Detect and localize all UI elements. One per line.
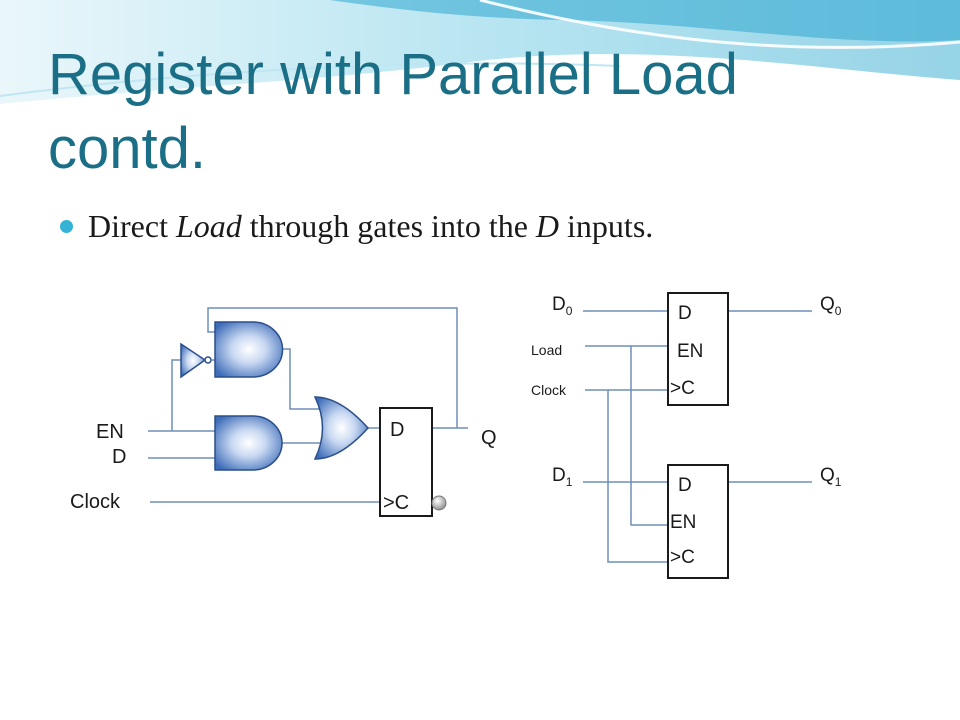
ff1-en-label: EN [670, 512, 696, 533]
feedback-wire [207, 307, 458, 428]
bullet-dot-icon [60, 220, 73, 233]
bullet-part: through gates into the [241, 208, 536, 244]
en-tap-wire [171, 359, 181, 431]
or-gate [313, 396, 370, 460]
bullet-text: Direct Load through gates into the D inp… [88, 208, 653, 245]
output-q0-label: Q0 [820, 294, 842, 318]
bullet-part: Direct [88, 208, 176, 244]
flipflop-1 [667, 464, 729, 579]
bullet-part-italic: Load [175, 208, 242, 244]
and-gate-bottom [214, 415, 283, 471]
ff0-clk-label: >C [670, 378, 695, 399]
output-q1-label: Q1 [820, 465, 842, 489]
clock-knob-icon [431, 495, 447, 511]
label-en: EN [96, 421, 124, 443]
label-q: Q [481, 427, 497, 449]
left-wires [148, 307, 468, 503]
ff-clk-label: >C [383, 492, 409, 514]
label-d: D [112, 446, 126, 468]
ff1-clk-label: >C [670, 547, 695, 568]
ff0-d-label: D [678, 303, 692, 324]
and1-or-wire [282, 348, 321, 410]
slide-title: Register with Parallel Load contd. [48, 42, 738, 181]
label-clock: Clock [70, 491, 121, 513]
ff-d-label: D [390, 419, 404, 441]
and-gate-top [214, 321, 284, 378]
input-d0-label: D0 [552, 294, 573, 318]
clock-rail-wire [585, 389, 668, 563]
left-flipflop [379, 407, 433, 517]
ff0-en-label: EN [677, 341, 703, 362]
input-load-label: Load [531, 342, 562, 358]
bullet-part: inputs. [559, 208, 654, 244]
bullet-part-italic: D [535, 208, 560, 244]
right-wires [583, 310, 812, 563]
bullet-item: Direct Load through gates into the D inp… [60, 208, 653, 245]
flipflop-0 [667, 292, 729, 406]
input-d1-label: D1 [552, 465, 573, 489]
ff1-d-label: D [678, 475, 692, 496]
load-wire [585, 345, 668, 526]
input-clock-label: Clock [531, 382, 567, 398]
